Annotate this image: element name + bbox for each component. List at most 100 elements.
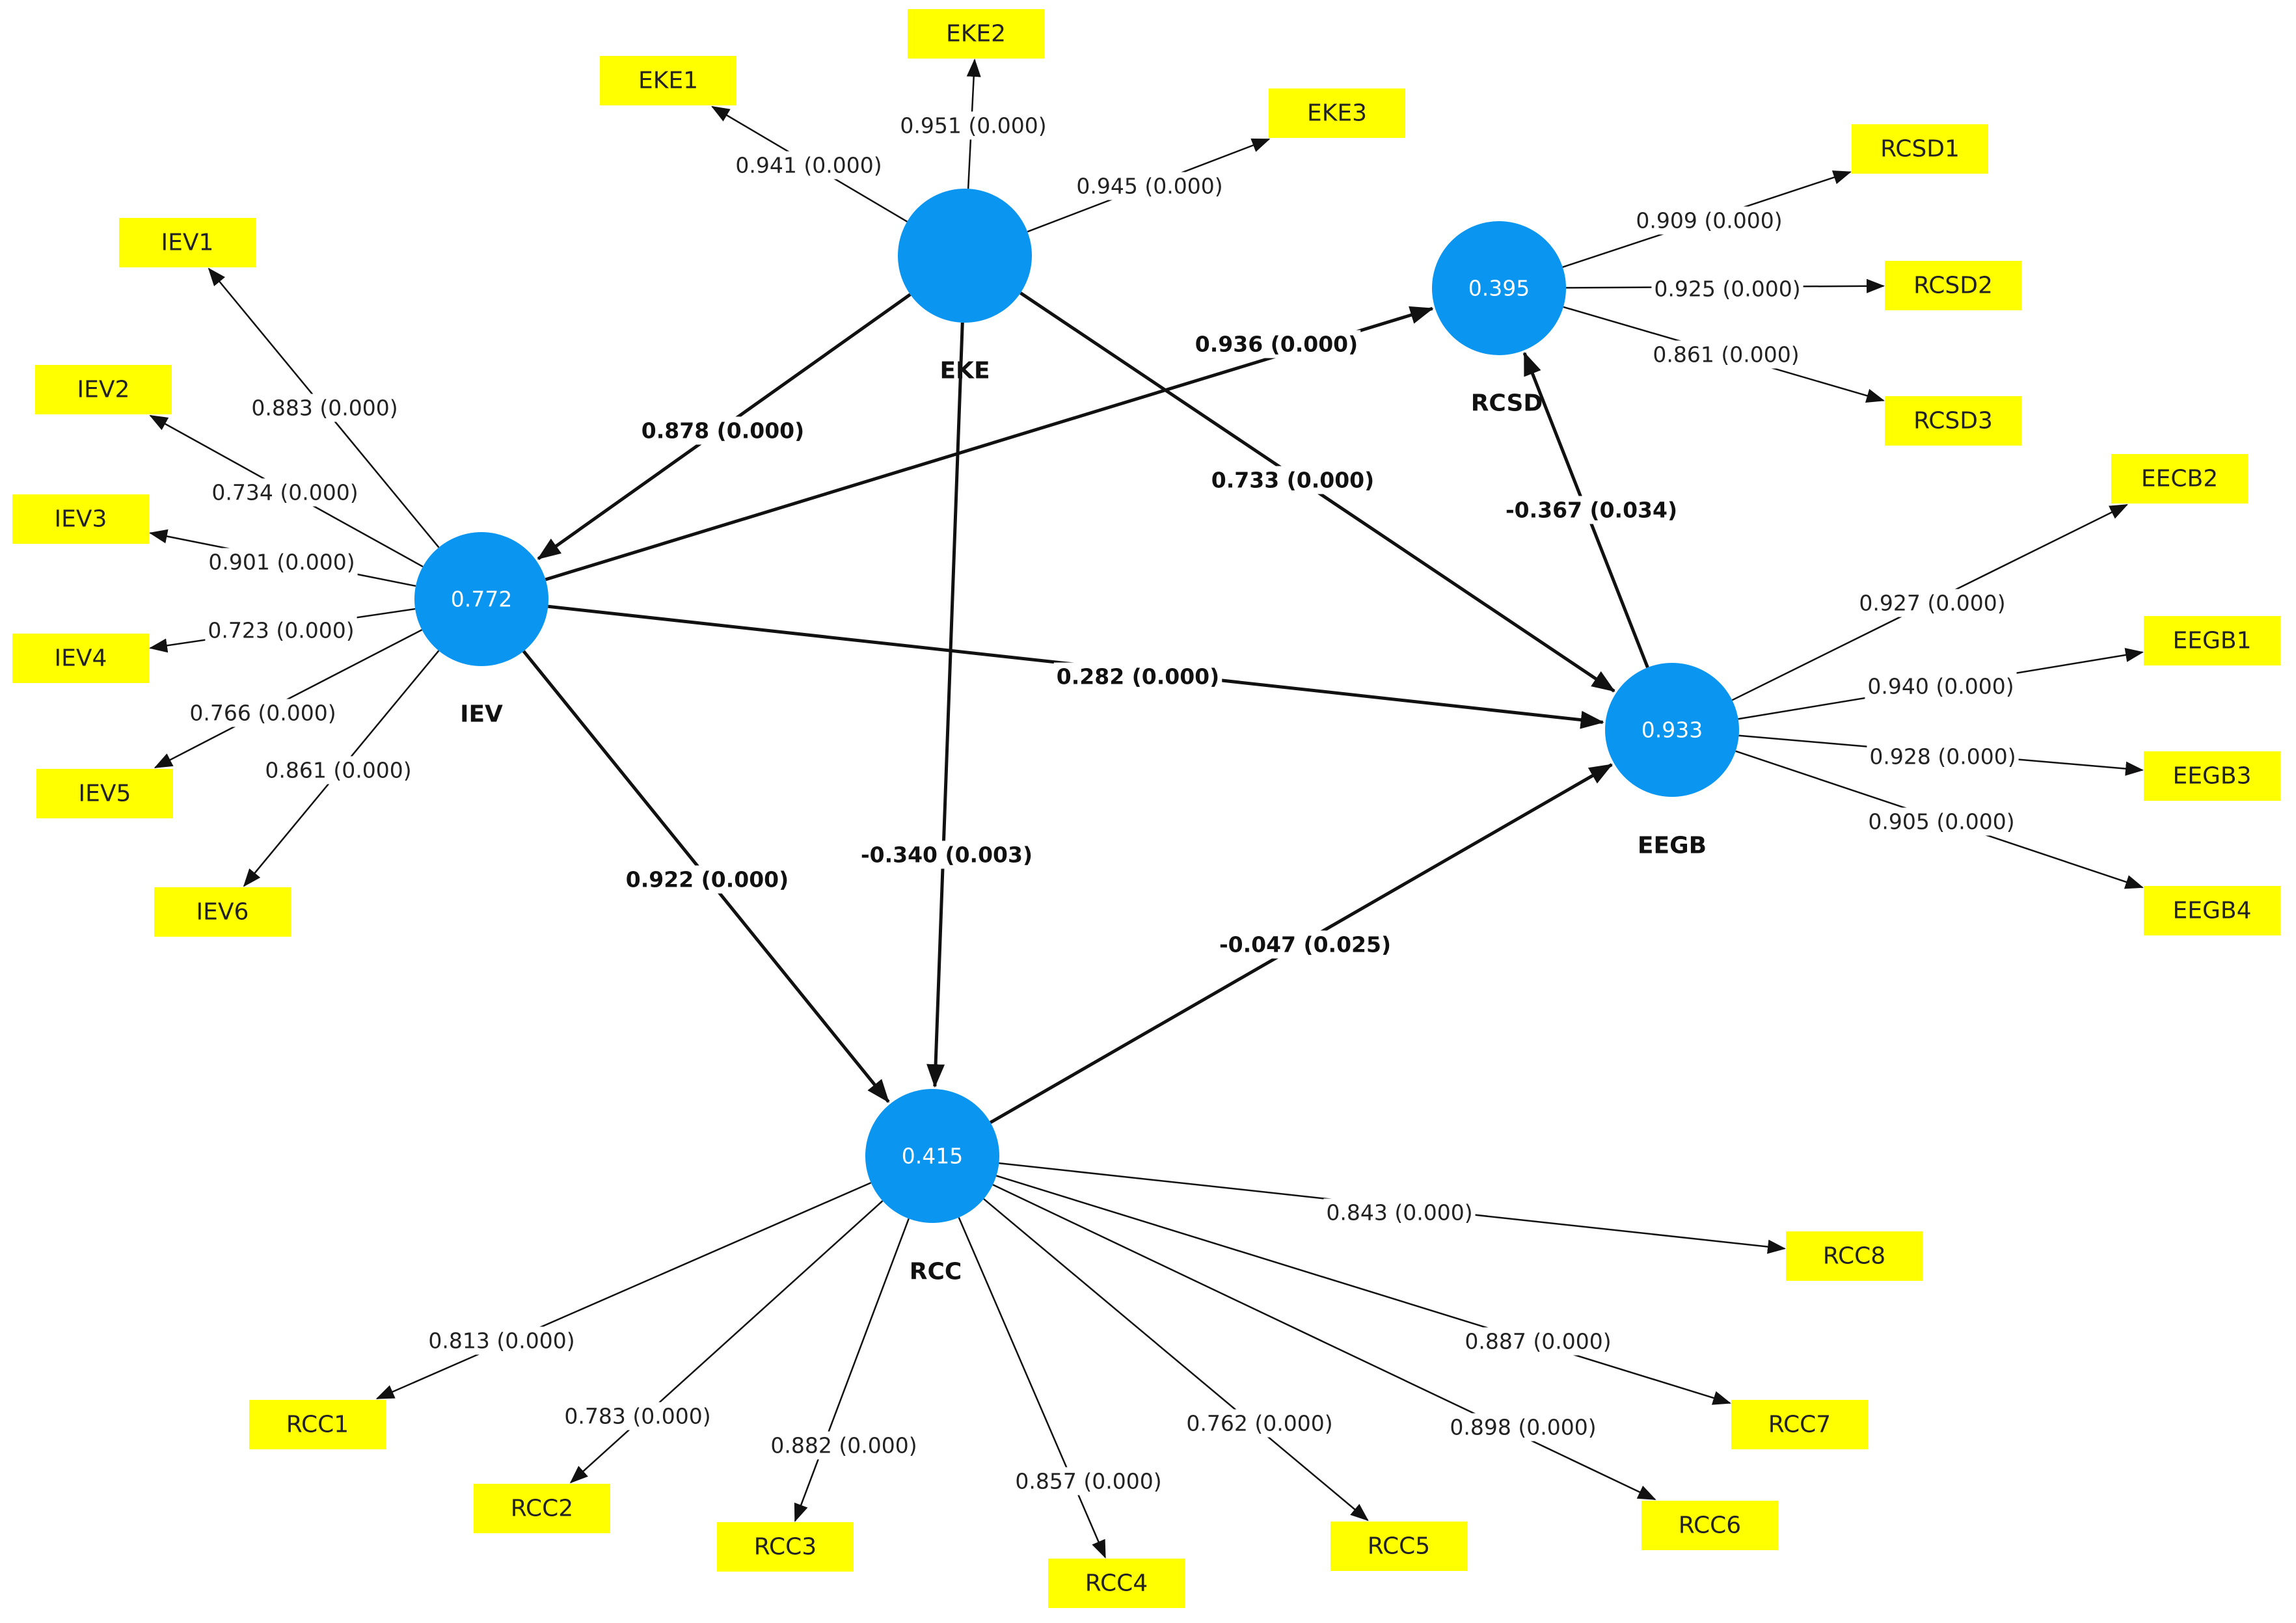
indicator-rcc5[interactable]: RCC5 xyxy=(1330,1522,1467,1571)
loading-label-rcc5: 0.762 (0.000) xyxy=(1183,1409,1336,1438)
indicator-rcc3[interactable]: RCC3 xyxy=(717,1522,854,1572)
indicator-box xyxy=(1786,1231,1923,1281)
indicator-box xyxy=(119,218,256,267)
path-coefficient-iev-rcsd-text: 0.936 (0.000) xyxy=(1195,332,1358,357)
indicator-box xyxy=(1731,1400,1868,1449)
loading-arrow-rcc1 xyxy=(375,1182,872,1400)
indicator-rcc7[interactable]: RCC7 xyxy=(1731,1400,1868,1449)
indicator-label: RCC3 xyxy=(754,1534,817,1561)
indicator-label: RCC6 xyxy=(1679,1512,1741,1539)
indicator-box xyxy=(154,887,291,937)
indicator-iev3[interactable]: IEV3 xyxy=(12,494,149,544)
indicator-box xyxy=(12,634,149,683)
indicator-rcsd2[interactable]: RCSD2 xyxy=(1885,261,2021,310)
indicator-iev2[interactable]: IEV2 xyxy=(35,365,172,414)
indicator-eegb1[interactable]: EEGB1 xyxy=(2144,616,2280,665)
indicator-box xyxy=(2144,616,2280,665)
construct-eegb[interactable]: 0.933 xyxy=(1605,663,1739,797)
loading-label-rcc4: 0.857 (0.000) xyxy=(1012,1467,1165,1496)
loading-label-eke2-text: 0.951 (0.000) xyxy=(900,113,1046,139)
loading-label-rcc1: 0.813 (0.000) xyxy=(425,1326,578,1355)
r-squared-value: 0.395 xyxy=(1468,276,1530,301)
loading-label-iev5: 0.766 (0.000) xyxy=(187,699,339,727)
loading-label-eegb1: 0.940 (0.000) xyxy=(1865,672,2017,701)
indicator-iev4[interactable]: IEV4 xyxy=(12,634,149,683)
indicator-box xyxy=(474,1484,610,1533)
indicator-eke3[interactable]: EKE3 xyxy=(1269,88,1405,138)
indicator-rcsd3[interactable]: RCSD3 xyxy=(1885,396,2021,446)
indicator-iev1[interactable]: IEV1 xyxy=(119,218,256,267)
indicator-iev5[interactable]: IEV5 xyxy=(36,769,173,818)
loading-label-rcc3-text: 0.882 (0.000) xyxy=(770,1433,917,1458)
indicator-box xyxy=(1885,261,2021,310)
construct-circle xyxy=(1432,221,1566,355)
indicator-box xyxy=(1852,124,1988,174)
construct-iev[interactable]: 0.772 xyxy=(414,532,548,666)
indicator-rcc1[interactable]: RCC1 xyxy=(249,1400,386,1449)
loading-label-rcc3: 0.882 (0.000) xyxy=(768,1431,920,1460)
indicator-label: RCC2 xyxy=(511,1496,573,1522)
loading-label-rcc4-text: 0.857 (0.000) xyxy=(1015,1469,1161,1494)
loading-arrow-rcc5 xyxy=(983,1198,1369,1522)
construct-eke[interactable] xyxy=(898,189,1032,323)
loading-label-rcc5-text: 0.762 (0.000) xyxy=(1186,1411,1332,1436)
loading-label-iev1: 0.883 (0.000) xyxy=(249,394,401,422)
construct-name: EEGB xyxy=(1638,833,1707,859)
indicator-label: RCSD1 xyxy=(1880,136,1960,163)
indicator-rcc4[interactable]: RCC4 xyxy=(1048,1559,1185,1608)
path-coefficient-iev-rcc-text: 0.922 (0.000) xyxy=(626,867,789,892)
loading-label-eegb4-text: 0.905 (0.000) xyxy=(1868,809,2014,835)
construct-circle xyxy=(414,532,548,666)
indicator-label: RCC1 xyxy=(286,1412,349,1438)
loading-label-iev3: 0.901 (0.000) xyxy=(206,548,358,576)
r-squared-value: 0.933 xyxy=(1641,718,1703,743)
path-coefficient-eke-rcc: -0.340 (0.003) xyxy=(858,840,1036,869)
indicator-rcc2[interactable]: RCC2 xyxy=(474,1484,610,1533)
indicator-label: RCC4 xyxy=(1085,1570,1148,1597)
construct-rcsd[interactable]: 0.395 xyxy=(1432,221,1566,355)
indicator-rcc8[interactable]: RCC8 xyxy=(1786,1231,1923,1281)
indicator-box xyxy=(36,769,173,818)
indicator-box xyxy=(2111,454,2248,503)
r-squared-value: 0.772 xyxy=(451,587,512,612)
loading-label-iev2-text: 0.734 (0.000) xyxy=(211,480,358,505)
indicator-rcsd1[interactable]: RCSD1 xyxy=(1852,124,1988,174)
indicator-iev6[interactable]: IEV6 xyxy=(154,887,291,937)
indicator-eecb2[interactable]: EECB2 xyxy=(2111,454,2248,503)
indicator-label: IEV1 xyxy=(161,230,214,256)
loading-arrow-rcc3 xyxy=(794,1218,910,1522)
construct-rcc[interactable]: 0.415 xyxy=(865,1089,999,1223)
construct-circle xyxy=(865,1089,999,1223)
loading-arrow-rcc2 xyxy=(569,1200,884,1484)
construct-circle xyxy=(1605,663,1739,797)
indicator-eegb3[interactable]: EEGB3 xyxy=(2144,751,2280,801)
indicator-label: EKE3 xyxy=(1307,100,1367,127)
indicator-eegb4[interactable]: EEGB4 xyxy=(2144,886,2280,935)
loading-label-iev4: 0.723 (0.000) xyxy=(205,616,357,645)
indicator-eke1[interactable]: EKE1 xyxy=(600,56,736,105)
loading-label-eegb1-text: 0.940 (0.000) xyxy=(1867,674,2014,699)
loading-label-rcsd1: 0.909 (0.000) xyxy=(1633,206,1785,235)
loading-label-rcsd1-text: 0.909 (0.000) xyxy=(1636,208,1782,234)
indicator-label: IEV2 xyxy=(77,377,130,403)
indicator-label: EECB2 xyxy=(2141,466,2218,492)
path-coefficient-eke-eegb-text: 0.733 (0.000) xyxy=(1211,468,1374,493)
path-coefficient-eegb-rcsd: -0.367 (0.034) xyxy=(1502,496,1681,524)
indicator-label: RCSD2 xyxy=(1913,273,1993,299)
path-coefficient-iev-eegb-text: 0.282 (0.000) xyxy=(1057,664,1219,690)
loading-label-eke1-text: 0.941 (0.000) xyxy=(735,153,882,178)
indicator-rcc6[interactable]: RCC6 xyxy=(1641,1501,1778,1550)
construct-circle xyxy=(898,189,1032,323)
indicator-label: EEGB1 xyxy=(2173,628,2252,654)
loading-label-iev6: 0.861 (0.000) xyxy=(262,756,414,785)
indicator-eke2[interactable]: EKE2 xyxy=(908,9,1044,59)
loading-label-rcc2: 0.783 (0.000) xyxy=(561,1402,714,1430)
path-coefficient-rcc-eegb: -0.047 (0.025) xyxy=(1216,930,1394,959)
path-coefficient-iev-rcsd: 0.936 (0.000) xyxy=(1192,330,1361,358)
construct-name: IEV xyxy=(460,701,503,728)
loading-label-rcc1-text: 0.813 (0.000) xyxy=(428,1328,574,1354)
path-coefficient-iev-rcc: 0.922 (0.000) xyxy=(623,865,792,894)
indicator-box xyxy=(1269,88,1405,138)
